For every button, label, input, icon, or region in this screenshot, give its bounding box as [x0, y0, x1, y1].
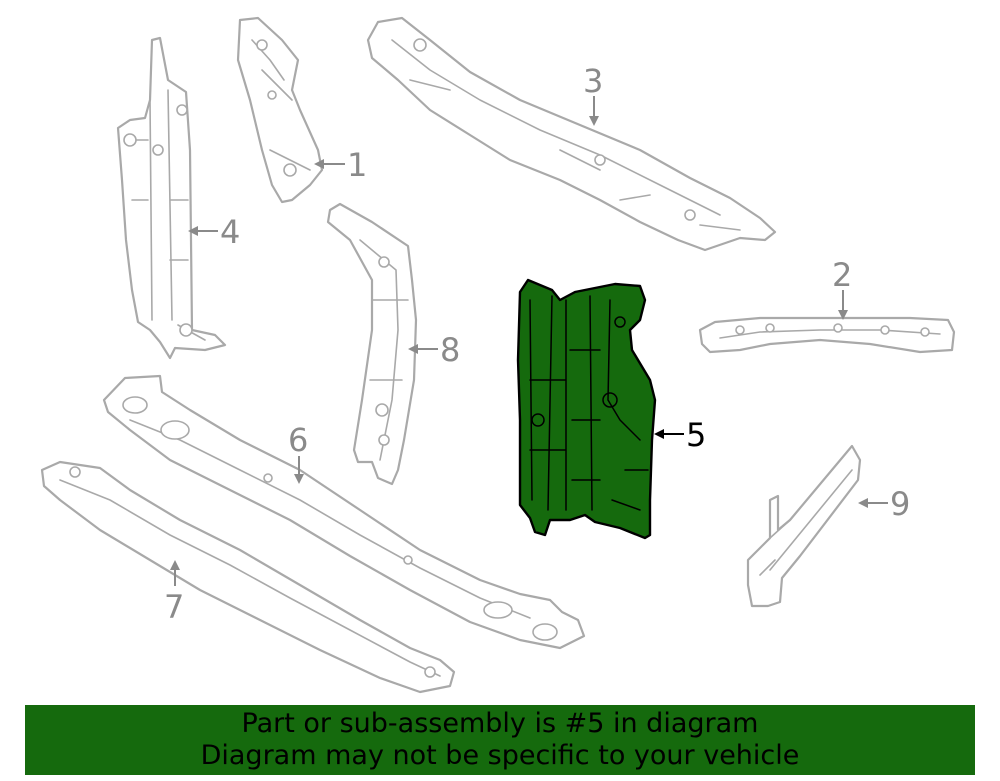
part-9-channel[interactable]: [746, 444, 862, 608]
callout-1: 1: [314, 146, 367, 184]
banner-line-part: Part or sub-assembly is #5 in diagram: [241, 708, 759, 739]
part-6-lower-tie-bar[interactable]: [102, 374, 586, 650]
part-1-upper-bracket[interactable]: [236, 16, 324, 204]
svg-text:6: 6: [288, 421, 308, 459]
part-4-side-support[interactable]: [116, 36, 227, 360]
svg-text:7: 7: [164, 588, 184, 626]
callout-6: 6: [288, 421, 308, 484]
svg-text:5: 5: [686, 416, 706, 454]
part-5-highlighted[interactable]: [516, 278, 657, 540]
svg-text:8: 8: [440, 331, 460, 369]
callout-7: 7: [164, 560, 184, 626]
info-banner: Part or sub-assembly is #5 in diagram Di…: [25, 705, 975, 775]
callout-8: 8: [408, 331, 460, 369]
callout-9: 9: [858, 485, 910, 523]
part-8-stay[interactable]: [326, 202, 418, 486]
part-7-lower-support[interactable]: [40, 460, 456, 694]
callout-2: 2: [832, 256, 852, 320]
svg-text:3: 3: [583, 62, 603, 100]
svg-text:4: 4: [220, 213, 240, 251]
part-2-bar[interactable]: [698, 316, 956, 354]
part-3-upper-tie-bar[interactable]: [366, 16, 777, 252]
callout-3: 3: [583, 62, 603, 126]
svg-text:9: 9: [890, 485, 910, 523]
parts-diagram: 1 2 3 4 5 6 7 8 9: [40, 16, 956, 694]
svg-text:1: 1: [347, 146, 367, 184]
banner-line-disclaimer: Diagram may not be specific to your vehi…: [200, 740, 800, 771]
callout-5: 5: [654, 416, 706, 454]
svg-text:2: 2: [832, 256, 852, 294]
callout-4: 4: [188, 213, 240, 251]
